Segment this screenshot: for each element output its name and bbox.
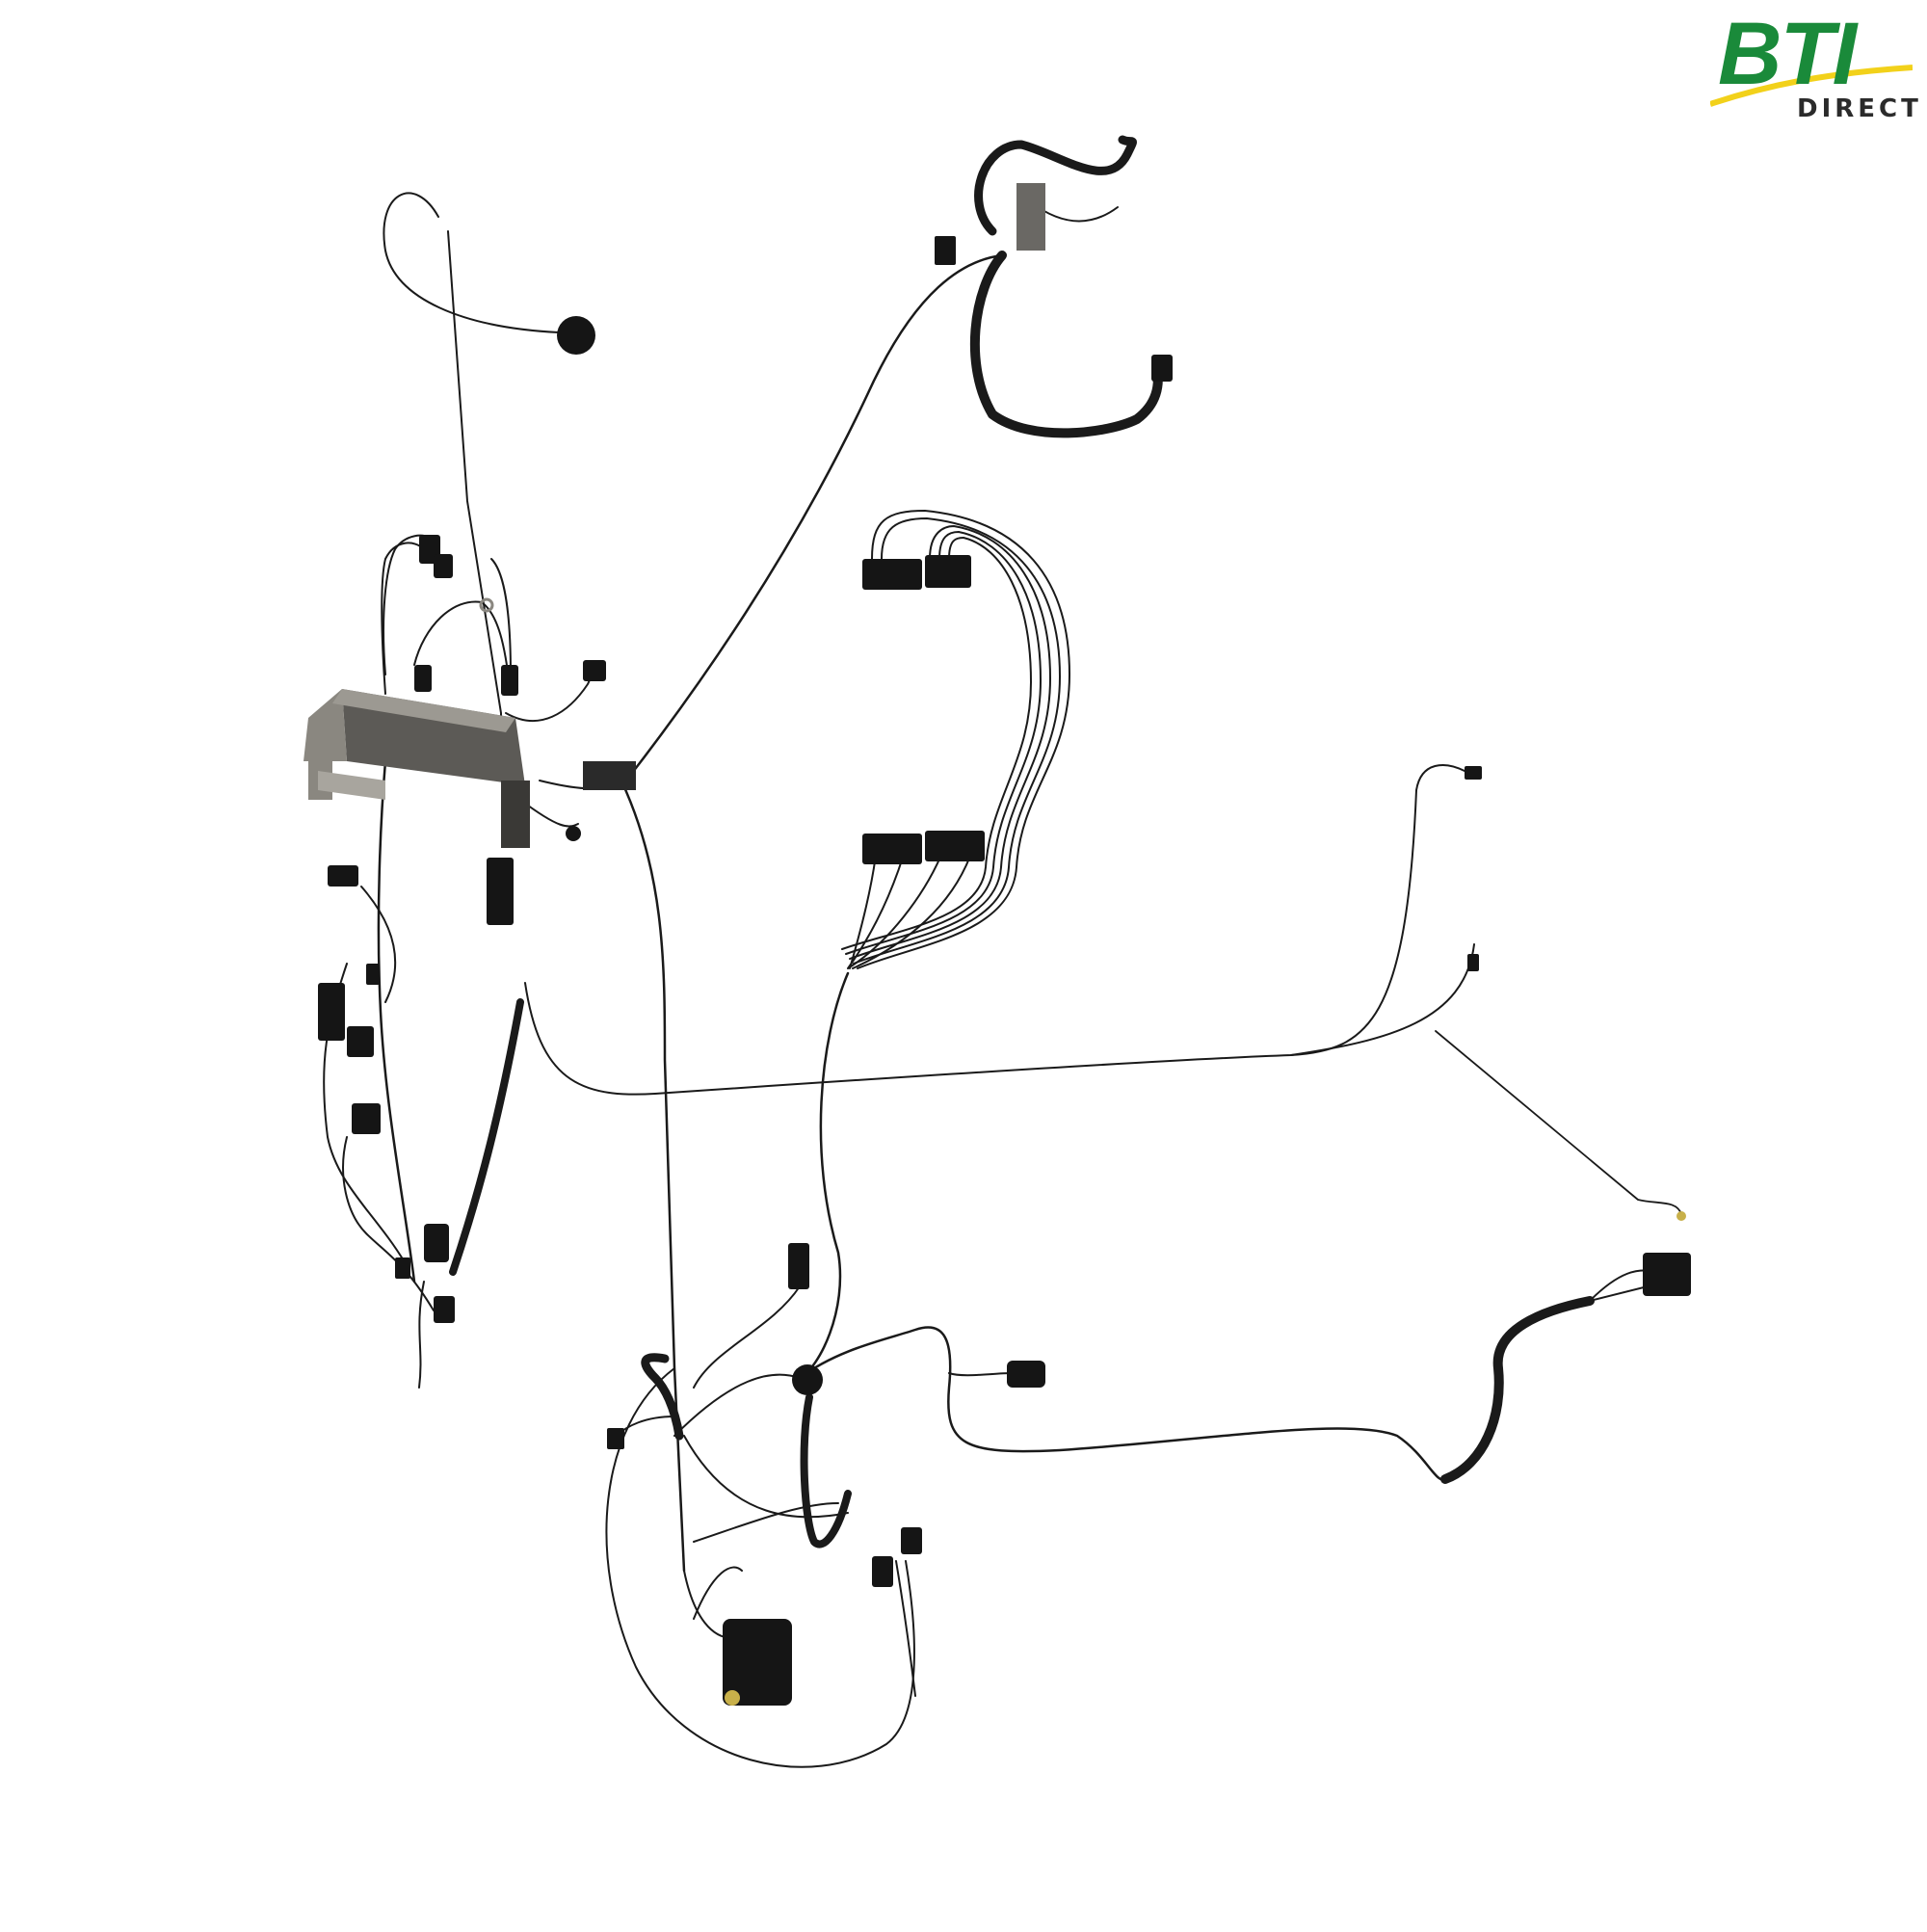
grommet-top-left [557, 316, 595, 355]
wire-left-column-c [360, 886, 397, 1003]
connector-left-side-6 [366, 964, 380, 985]
connector-mid-pair-a [862, 834, 922, 864]
terminal-ring-right [1676, 1211, 1686, 1221]
wire-left-lower-branch [342, 1136, 435, 1311]
wire-bundle-2 [853, 517, 1061, 965]
connector-top-bracket [1016, 183, 1045, 251]
wire-lower-to-right [798, 1326, 1447, 1481]
connector-left-side-2 [487, 858, 514, 925]
wire-left-column-a [377, 759, 416, 1284]
connector-left-mid-1 [414, 665, 432, 692]
harness-lower-right [1440, 1296, 1595, 1484]
wire-center-vertical [615, 769, 686, 1573]
terminal-ring-left-top [479, 597, 494, 613]
wire-block-to-top-connectors [381, 542, 425, 695]
connector-top-pair-b [925, 555, 971, 588]
connector-left-mid-2 [501, 665, 518, 696]
harness-lower-center [800, 1393, 852, 1548]
wire-bundle-lower-drops [847, 847, 974, 969]
wire-left-tail [418, 1281, 425, 1389]
connector-right-upper-small [1465, 766, 1482, 780]
connector-right-lower-socket [1643, 1253, 1691, 1296]
connector-right-mid-small [1467, 954, 1479, 971]
harness-top-right [969, 251, 1163, 438]
wire-branch-lower-right [1290, 943, 1475, 1056]
connector-left-side-4 [347, 1026, 374, 1057]
wire-lower-right-connectors [895, 1560, 916, 1697]
wire-bundle-3 [849, 525, 1051, 960]
wire-lower-loop [605, 1367, 915, 1768]
logo-wordmark: BTI [1718, 5, 1857, 103]
bti-direct-logo: BTI DIRECT [1710, 10, 1918, 123]
wire-diagonal-right [1435, 1030, 1682, 1215]
wire-horizontal-right [524, 764, 1465, 1096]
connector-left-lower-1 [424, 1224, 449, 1262]
harness-left-diagonal [449, 998, 524, 1276]
logo-swoosh-icon [1710, 65, 1913, 107]
connector-mid-pair-b [925, 831, 985, 861]
wire-lower-to-connector-right [948, 1372, 1013, 1377]
wire-bundle-down [798, 971, 850, 1380]
connector-left-side-5 [352, 1103, 381, 1134]
wire-block-left-up [383, 534, 435, 675]
wire-block-branch-2 [490, 558, 512, 675]
wire-relay-loop [693, 1566, 743, 1620]
connector-top-right-small [1151, 355, 1173, 382]
harness-top-loop [974, 135, 1137, 236]
harness-lower-hook [641, 1353, 684, 1441]
grommet-lower-center [792, 1364, 823, 1395]
wire-lower-mid-web [683, 1435, 849, 1543]
wire-bundle-5 [841, 537, 1032, 950]
grommet-block [566, 826, 581, 841]
wire-bundle-4 [845, 531, 1042, 955]
connectors [318, 183, 1691, 1706]
connector-lower-right-1 [872, 1556, 893, 1587]
connector-left-lower-2 [434, 1296, 455, 1323]
logo-subtitle: DIRECT [1797, 94, 1922, 123]
connector-left-lower-3 [395, 1257, 410, 1279]
wire-antenna-lead [447, 230, 502, 753]
connector-left-top-2 [434, 554, 453, 578]
connector-lower-right-2 [901, 1527, 922, 1554]
wire-main-to-top [624, 253, 1004, 782]
wire-antenna-loop [383, 192, 560, 333]
connector-top-pair-a [862, 559, 922, 590]
junction-block [304, 689, 636, 848]
connector-lower-center-top [788, 1243, 809, 1289]
wire-block-branch-3 [505, 669, 592, 723]
wire-lower-to-grommet [673, 1373, 801, 1437]
wire-lower-upper-connector [693, 1285, 801, 1389]
connector-left-side-3 [318, 983, 345, 1041]
connector-top-cluster [935, 236, 956, 265]
wire-bundle-1 [857, 510, 1070, 969]
connector-left-side-1 [328, 865, 358, 887]
relay-box [723, 1619, 792, 1706]
connector-lower-right-inline [1007, 1361, 1045, 1388]
wire-block-right-drop [519, 799, 579, 828]
connector-lower-left-small [607, 1428, 624, 1449]
terminal-ring-relay [725, 1690, 740, 1706]
connector-left-mid-3 [583, 660, 606, 681]
